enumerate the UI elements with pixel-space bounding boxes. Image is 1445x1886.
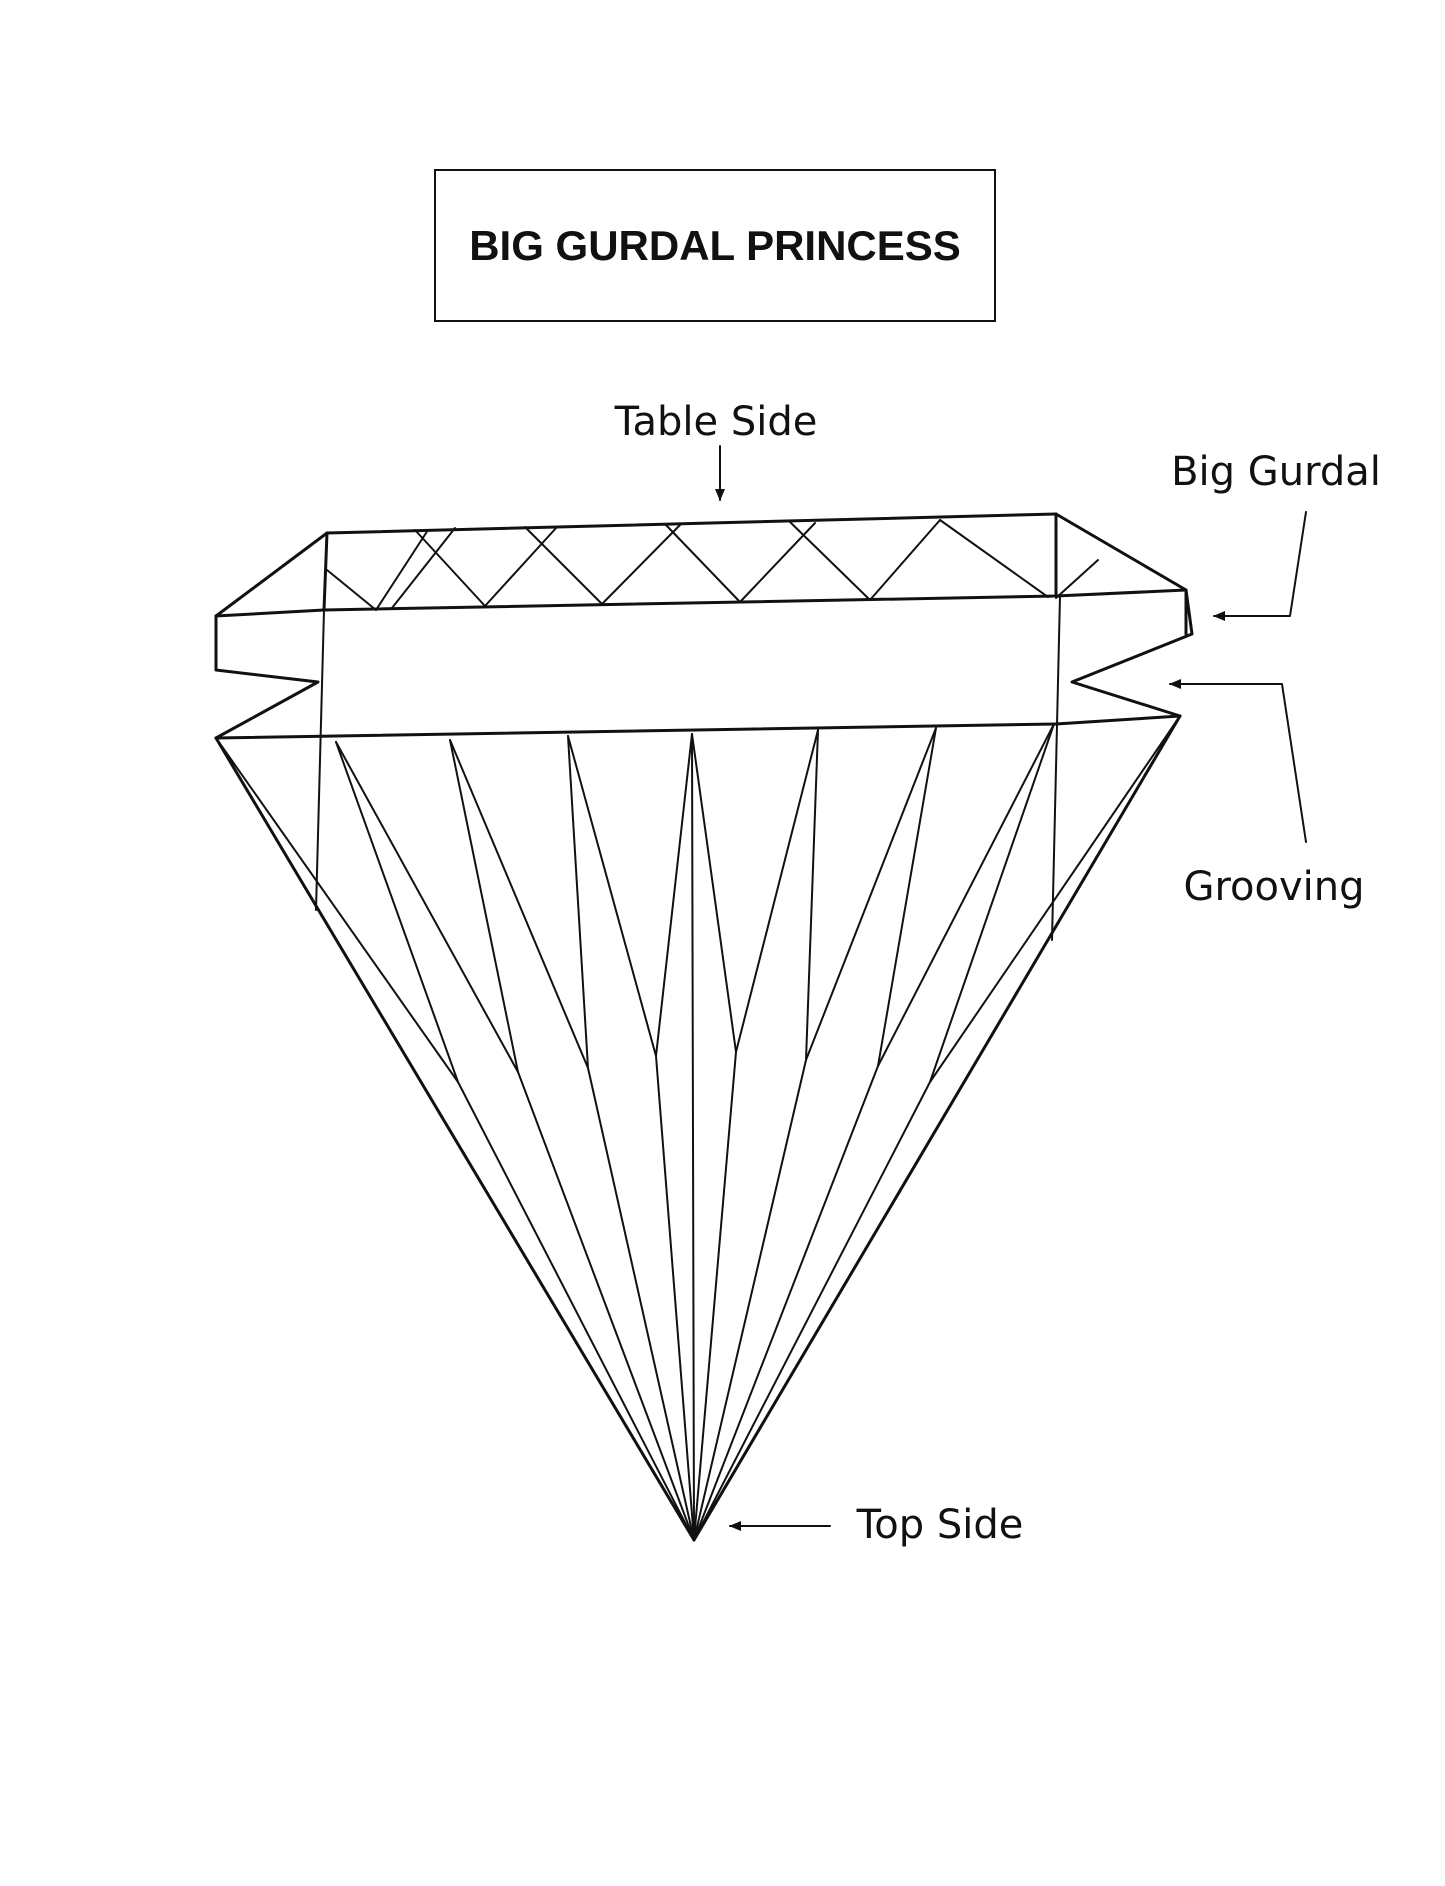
pavilion-facet — [693, 727, 937, 1541]
pavilion-facet — [567, 735, 657, 1057]
crown-left-bevel — [214, 531, 329, 618]
pavilion-facet — [693, 715, 1181, 1541]
table-side-label: Table Side — [614, 399, 818, 445]
girdle-left-vertical — [315, 609, 325, 911]
crown-bottom-edge — [214, 588, 1188, 618]
grooving-arrow — [1169, 679, 1307, 843]
crown-facet — [391, 527, 456, 609]
crown-facet — [484, 526, 558, 607]
gem-girdle — [214, 588, 1194, 941]
pavilion-facet — [877, 727, 937, 1067]
girdle-right-notch — [1070, 588, 1194, 718]
pavilion-right-edge — [692, 714, 1182, 1542]
pavilion-facet — [215, 737, 459, 1083]
table-left-edge — [322, 531, 329, 612]
crown-facet — [789, 521, 871, 601]
grooving-label: Grooving — [1183, 864, 1364, 910]
pavilion-facet — [335, 741, 519, 1073]
girdle-right-vertical — [1051, 595, 1061, 941]
page-title: BIG GURDAL PRINCESS — [469, 222, 961, 269]
crown-facet — [664, 523, 741, 603]
crown-facet — [601, 524, 681, 605]
crown-facet — [414, 529, 486, 607]
pavilion-facet — [693, 723, 1055, 1541]
pavilion-facet — [449, 739, 695, 1541]
pavilion-facet — [805, 729, 819, 1061]
pavilion-facet — [691, 733, 737, 1053]
crown-facet — [939, 519, 1049, 598]
pavilion-facet — [567, 735, 695, 1541]
gem-pavilion — [214, 714, 1182, 1542]
crown-facet — [524, 526, 603, 605]
title-box: BIG GURDAL PRINCESS — [434, 169, 996, 322]
pavilion-facet — [693, 729, 819, 1541]
pavilion-facet — [335, 741, 695, 1541]
pavilion-facet — [929, 723, 1055, 1083]
label-top-side: Top Side — [729, 1502, 1024, 1548]
label-grooving: Grooving — [1169, 679, 1365, 910]
crown-facet — [869, 519, 941, 601]
label-big-gurdal: Big Gurdal — [1171, 449, 1381, 621]
crown-facet — [739, 522, 816, 603]
girdle-left-notch — [214, 614, 320, 740]
pavilion-left-edge — [214, 736, 696, 1542]
crown-facet — [375, 529, 429, 611]
big-gurdal-arrow — [1213, 511, 1307, 621]
big-gurdal-label: Big Gurdal — [1171, 449, 1381, 495]
pavilion-facet — [449, 739, 589, 1069]
pavilion-facet — [655, 733, 695, 1541]
table-top-edge — [325, 512, 1058, 535]
girdle-bottom-right — [1054, 714, 1182, 726]
crown-facet — [1055, 559, 1099, 599]
crown-facet — [326, 569, 377, 611]
crown-right-bevel — [1054, 512, 1188, 592]
top-side-label: Top Side — [856, 1502, 1024, 1548]
girdle-bottom-edge — [214, 722, 1058, 740]
title-frame — [434, 169, 996, 322]
pavilion-center-line — [691, 733, 695, 1541]
gem-crown — [214, 512, 1188, 618]
label-table-side: Table Side — [614, 399, 818, 501]
